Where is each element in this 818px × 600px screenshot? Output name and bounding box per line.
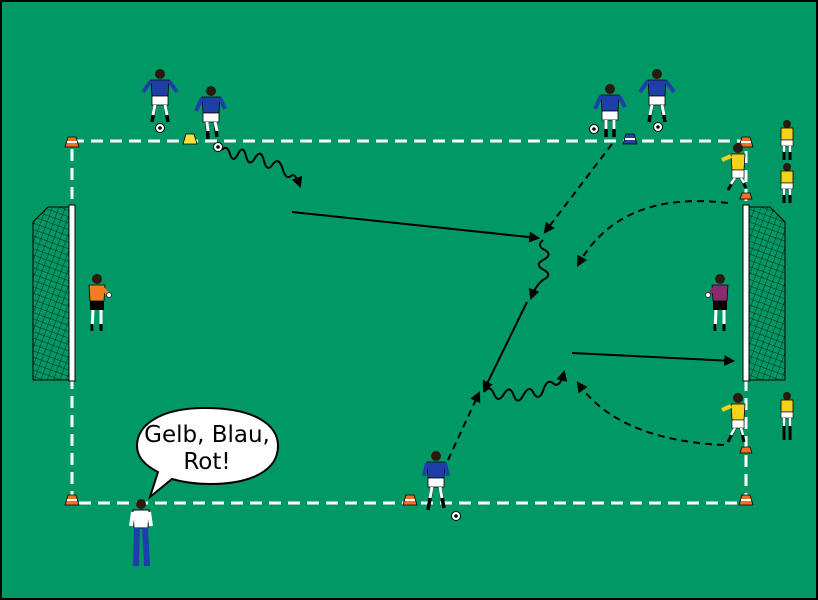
run-arrow: [447, 391, 481, 461]
coach-icon: [129, 499, 153, 567]
run-arrow: [576, 200, 729, 267]
run-arrow: [543, 143, 613, 234]
goalkeeper-left: [88, 274, 112, 332]
cone-icon: [182, 133, 198, 145]
cone-icon: [622, 133, 638, 145]
player-icon: [721, 143, 748, 191]
player-icon: [638, 69, 676, 123]
cone-icon: [64, 136, 80, 148]
dribble-path: [529, 239, 550, 301]
soccer-ball-icon: [155, 123, 165, 133]
player-icon: [593, 84, 627, 137]
soccer-ball-icon: [451, 511, 461, 521]
speech-bubble: Gelb, Blau, Rot!: [135, 406, 280, 500]
player-icon: [141, 69, 179, 123]
cone-icon: [739, 446, 753, 454]
right-goal: [742, 204, 786, 382]
cone-icon: [64, 494, 80, 506]
speech-bubble-line-1: Gelb, Blau,: [144, 422, 270, 448]
player-icon: [780, 163, 794, 203]
drill-paths: [221, 143, 736, 461]
player-icon: [721, 393, 746, 443]
soccer-ball-icon: [653, 122, 663, 132]
soccer-ball-icon: [589, 124, 599, 134]
dribble-path: [483, 369, 568, 402]
player-icon: [780, 120, 794, 160]
cone-icon: [738, 494, 754, 506]
dribble-path: [221, 146, 303, 189]
speech-bubble-line-2: Rot!: [183, 449, 230, 475]
goalkeeper-right: [705, 274, 729, 332]
soccer-ball-icon: [213, 142, 223, 152]
left-goal: [32, 204, 76, 382]
run-arrow: [576, 381, 725, 446]
player-icon: [194, 86, 227, 140]
pass-arrow: [482, 301, 528, 392]
shot-arrow: [571, 352, 736, 367]
player-icon: [422, 451, 450, 511]
pass-arrow: [291, 211, 541, 243]
cone-icon: [402, 494, 418, 506]
cone-icon: [739, 192, 753, 200]
player-icon: [780, 392, 794, 440]
